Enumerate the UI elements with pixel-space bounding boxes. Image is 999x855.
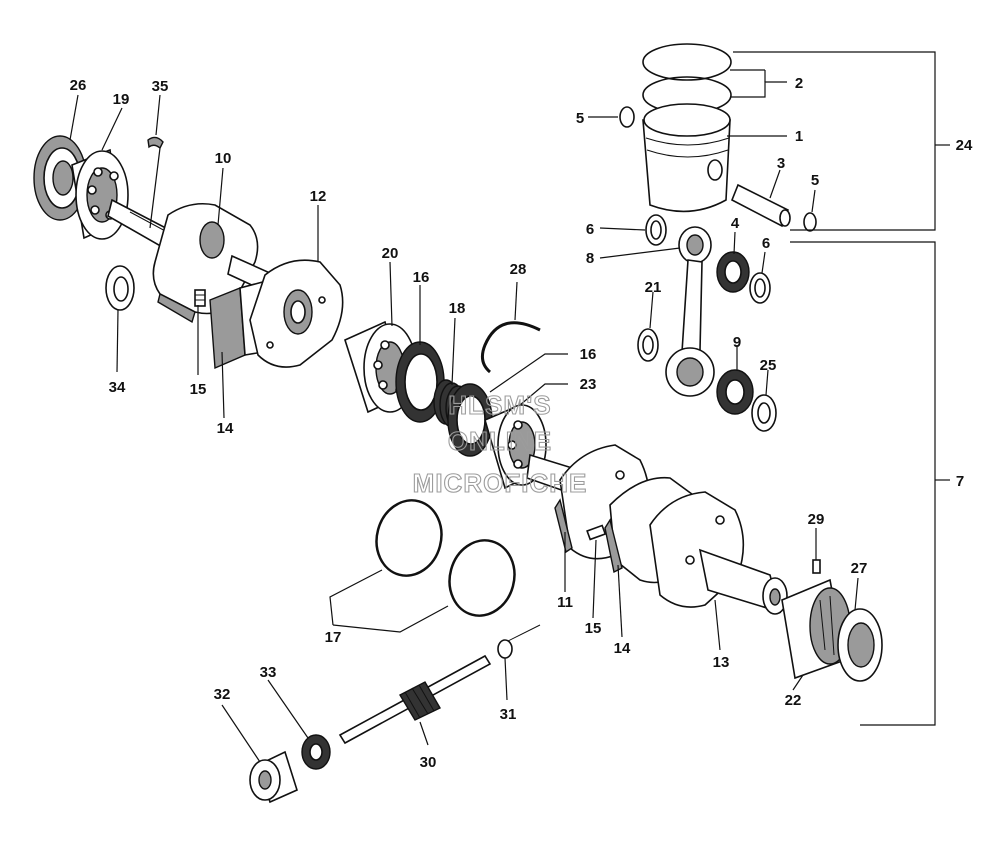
callout-7: 7 bbox=[956, 473, 964, 490]
callout-11: 11 bbox=[557, 594, 573, 611]
callout-28: 28 bbox=[510, 261, 527, 278]
part-25-washer bbox=[751, 394, 777, 432]
callout-16: 16 bbox=[413, 269, 430, 286]
part-5-clip bbox=[619, 106, 635, 128]
part-15-pin bbox=[194, 289, 206, 307]
callout-3: 3 bbox=[777, 155, 785, 172]
part-30-drive-shaft bbox=[338, 624, 541, 745]
part-12-crank-web bbox=[249, 259, 344, 368]
callout-14: 14 bbox=[217, 420, 234, 437]
callout-13: 13 bbox=[713, 654, 730, 671]
callout-26: 26 bbox=[70, 77, 87, 94]
part-34-washer bbox=[105, 265, 135, 311]
callout-12: 12 bbox=[310, 188, 327, 205]
callout-35: 35 bbox=[152, 78, 169, 95]
callout-2: 2 bbox=[795, 75, 803, 92]
callout-30: 30 bbox=[420, 754, 437, 771]
part-19-bearing bbox=[71, 148, 129, 240]
callout-20: 20 bbox=[382, 245, 399, 262]
part-33-bearing bbox=[301, 734, 331, 770]
part-29-pin bbox=[812, 559, 821, 574]
part-3-piston-pin bbox=[730, 183, 791, 228]
callout-15: 15 bbox=[190, 381, 207, 398]
part-16b-seal bbox=[447, 383, 493, 457]
callout-6: 6 bbox=[586, 221, 594, 238]
part-5b-clip bbox=[803, 212, 817, 232]
part-13-output-shaft bbox=[649, 491, 788, 615]
callout-31: 31 bbox=[500, 706, 517, 723]
part-4-needle-bearing bbox=[716, 251, 750, 293]
callout-19: 19 bbox=[113, 91, 130, 108]
callout-22: 22 bbox=[785, 692, 802, 709]
callout-labels: 26 19 35 10 12 34 15 14 20 16 18 28 16 2… bbox=[70, 75, 973, 771]
part-27-seal bbox=[837, 608, 883, 682]
callout-32: 32 bbox=[214, 686, 231, 703]
leader-lines bbox=[69, 51, 950, 763]
part-1-piston bbox=[642, 103, 731, 213]
callout-29: 29 bbox=[808, 511, 825, 528]
part-9-needle-bearing bbox=[716, 369, 754, 415]
callout-16b: 16 bbox=[580, 346, 597, 363]
callout-10: 10 bbox=[215, 150, 232, 167]
callout-24: 24 bbox=[956, 137, 973, 154]
part-16-seal bbox=[395, 341, 445, 423]
part-15b-pin bbox=[586, 524, 607, 541]
watermark: HLSM'S ONLINE MICROFICHE bbox=[412, 389, 588, 498]
callout-34: 34 bbox=[109, 379, 126, 396]
callout-6b: 6 bbox=[762, 235, 770, 252]
part-35-key bbox=[147, 136, 164, 150]
part-31-washer bbox=[497, 639, 513, 659]
part-6-washer bbox=[645, 214, 667, 246]
callout-21: 21 bbox=[645, 279, 662, 296]
callout-14b: 14 bbox=[614, 640, 631, 657]
watermark-line-1: HLSM'S bbox=[448, 390, 551, 420]
part-17-rings bbox=[375, 499, 516, 617]
callout-5: 5 bbox=[576, 110, 584, 127]
part-8-con-rod bbox=[665, 226, 715, 397]
part-6b-washer bbox=[749, 272, 771, 304]
callout-1: 1 bbox=[795, 128, 803, 145]
part-21-washer bbox=[637, 328, 659, 362]
callout-27: 27 bbox=[851, 560, 868, 577]
piston-rings bbox=[642, 43, 732, 114]
callout-23: 23 bbox=[580, 376, 597, 393]
callout-18: 18 bbox=[449, 300, 466, 317]
callout-17: 17 bbox=[325, 629, 342, 646]
callout-25: 25 bbox=[760, 357, 777, 374]
callout-8: 8 bbox=[586, 250, 594, 267]
callout-4: 4 bbox=[731, 215, 740, 232]
watermark-line-2: ONLINE bbox=[448, 426, 552, 456]
callout-9: 9 bbox=[733, 334, 741, 351]
part-28-snap-ring bbox=[480, 321, 541, 374]
callout-33: 33 bbox=[260, 664, 277, 681]
watermark-line-3: MICROFICHE bbox=[413, 468, 588, 498]
callout-15b: 15 bbox=[585, 620, 602, 637]
callout-5b: 5 bbox=[811, 172, 819, 189]
part-32-cap bbox=[249, 750, 298, 804]
